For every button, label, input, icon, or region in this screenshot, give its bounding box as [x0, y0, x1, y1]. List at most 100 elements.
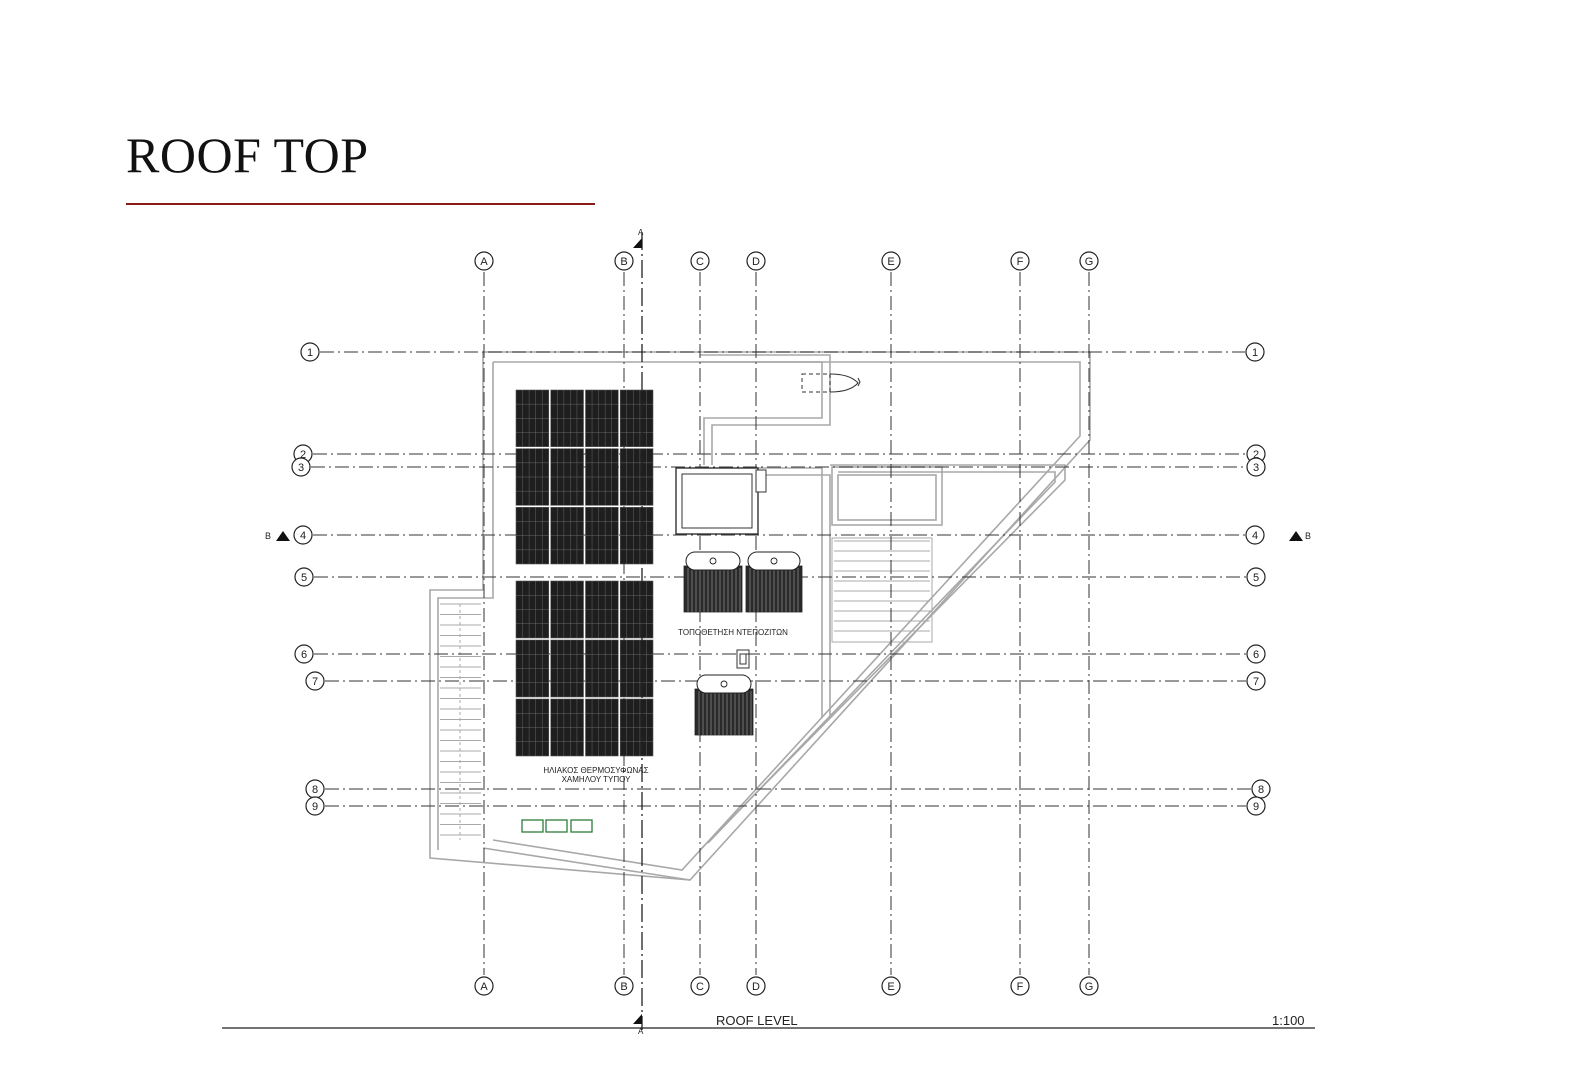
solar-panel [619, 639, 654, 698]
svg-text:D: D [752, 256, 760, 268]
svg-text:8: 8 [312, 784, 318, 796]
column-bubble-g-bottom: G [1079, 976, 1099, 996]
solar-panel [550, 507, 584, 565]
solar-panel [515, 507, 550, 565]
svg-text:F: F [1017, 256, 1024, 268]
solar-panel [619, 448, 654, 506]
column-bubble-e-bottom: E [881, 976, 901, 996]
solar-panel [585, 507, 619, 565]
solar-panel [619, 580, 654, 639]
svg-text:5: 5 [301, 572, 307, 584]
svg-text:1: 1 [307, 347, 313, 359]
svg-text:B: B [620, 256, 627, 268]
column-bubble-c-top: C [690, 251, 710, 271]
svg-text:4: 4 [300, 530, 306, 542]
svg-text:G: G [1085, 981, 1094, 993]
solar-panel [515, 698, 550, 757]
solar-panel [550, 389, 584, 447]
column-grid-bubbles: A A B B C C D D E E F F G G [474, 251, 1099, 996]
svg-text:2: 2 [1253, 449, 1259, 461]
row-bubble-3-left: 3 [291, 457, 311, 477]
column-bubble-d-bottom: D [746, 976, 766, 996]
svg-text:4: 4 [1252, 530, 1258, 542]
solar-panel [585, 448, 619, 506]
section-b-left-label: B [265, 531, 271, 541]
column-bubble-b-bottom: B [614, 976, 634, 996]
row-bubble-7-right: 7 [1246, 671, 1266, 691]
row-bubble-1-right: 1 [1245, 342, 1265, 362]
svg-text:2: 2 [300, 449, 306, 461]
vent-box [736, 649, 750, 669]
solar-panel [585, 389, 619, 447]
svg-text:B: B [620, 981, 627, 993]
row-bubble-6-right: 6 [1246, 644, 1266, 664]
solar-panel [515, 580, 550, 639]
section-a-bottom-label: A [638, 1027, 644, 1036]
solar-panel [619, 698, 654, 757]
row-bubble-4-left: 4 [293, 525, 313, 545]
svg-text:7: 7 [1253, 676, 1259, 688]
solar-panel [515, 448, 550, 506]
ac-unit [801, 373, 861, 393]
solar-panel [550, 580, 584, 639]
row-bubble-3-right: 3 [1246, 457, 1266, 477]
column-bubble-e-top: E [881, 251, 901, 271]
svg-text:C: C [696, 981, 704, 993]
svg-text:6: 6 [1253, 649, 1259, 661]
column-bubble-b-top: B [614, 251, 634, 271]
solar-panel [550, 639, 584, 698]
svg-text:9: 9 [1253, 801, 1259, 813]
section-marker-a: A A [633, 228, 644, 1036]
svg-text:3: 3 [298, 462, 304, 474]
svg-text:6: 6 [301, 649, 307, 661]
column-bubble-a-top: A [474, 251, 494, 271]
svg-text:8: 8 [1258, 784, 1264, 796]
svg-text:1: 1 [1252, 347, 1258, 359]
water-tank [745, 551, 803, 613]
solar-panel [619, 389, 654, 447]
row-bubble-5-left: 5 [294, 567, 314, 587]
svg-text:E: E [887, 256, 894, 268]
stair-right [831, 537, 933, 643]
grid-lines [311, 272, 1251, 975]
svg-text:A: A [480, 256, 488, 268]
solar-panel [585, 580, 619, 639]
scale-label: 1:100 [1272, 1013, 1305, 1028]
column-bubble-f-bottom: F [1010, 976, 1030, 996]
tanks-label: ΤΟΠΟΘΕΤΗΣΗ ΝΤΕΠΟΖΙΤΩΝ [678, 628, 788, 637]
solar-panel-array [515, 389, 654, 757]
svg-text:F: F [1017, 981, 1024, 993]
svg-text:C: C [696, 256, 704, 268]
svg-text:A: A [480, 981, 488, 993]
solar-heater-label-1: ΗΛΙΑΚΟΣ ΘΕΡΜΟΣΥΦΩΝΑΣ [543, 766, 648, 775]
section-marker-b: B B [265, 531, 1311, 541]
skylights [521, 819, 593, 833]
row-bubble-4-right: 4 [1245, 525, 1265, 545]
water-tanks [675, 467, 803, 736]
row-bubble-1-left: 1 [300, 342, 320, 362]
column-bubble-f-top: F [1010, 251, 1030, 271]
column-bubble-g-top: G [1079, 251, 1099, 271]
svg-text:5: 5 [1253, 572, 1259, 584]
svg-text:9: 9 [312, 801, 318, 813]
column-bubble-d-top: D [746, 251, 766, 271]
svg-text:7: 7 [312, 676, 318, 688]
row-bubble-5-right: 5 [1246, 567, 1266, 587]
solar-panel [619, 507, 654, 565]
row-bubble-8-left: 8 [305, 779, 325, 799]
svg-text:D: D [752, 981, 760, 993]
solar-panel [515, 639, 550, 698]
row-bubble-7-left: 7 [305, 671, 325, 691]
solar-panel [585, 698, 619, 757]
water-tank [694, 674, 754, 736]
row-bubble-8-right: 8 [1251, 779, 1271, 799]
solar-panel [550, 448, 584, 506]
stair-left [440, 603, 481, 840]
svg-text:E: E [887, 981, 894, 993]
solar-panel [550, 698, 584, 757]
section-a-top-label: A [638, 228, 644, 237]
solar-heater-label-2: ΧΑΜΗΛΟΥ ΤΥΠΟΥ [562, 775, 631, 784]
column-bubble-c-bottom: C [690, 976, 710, 996]
